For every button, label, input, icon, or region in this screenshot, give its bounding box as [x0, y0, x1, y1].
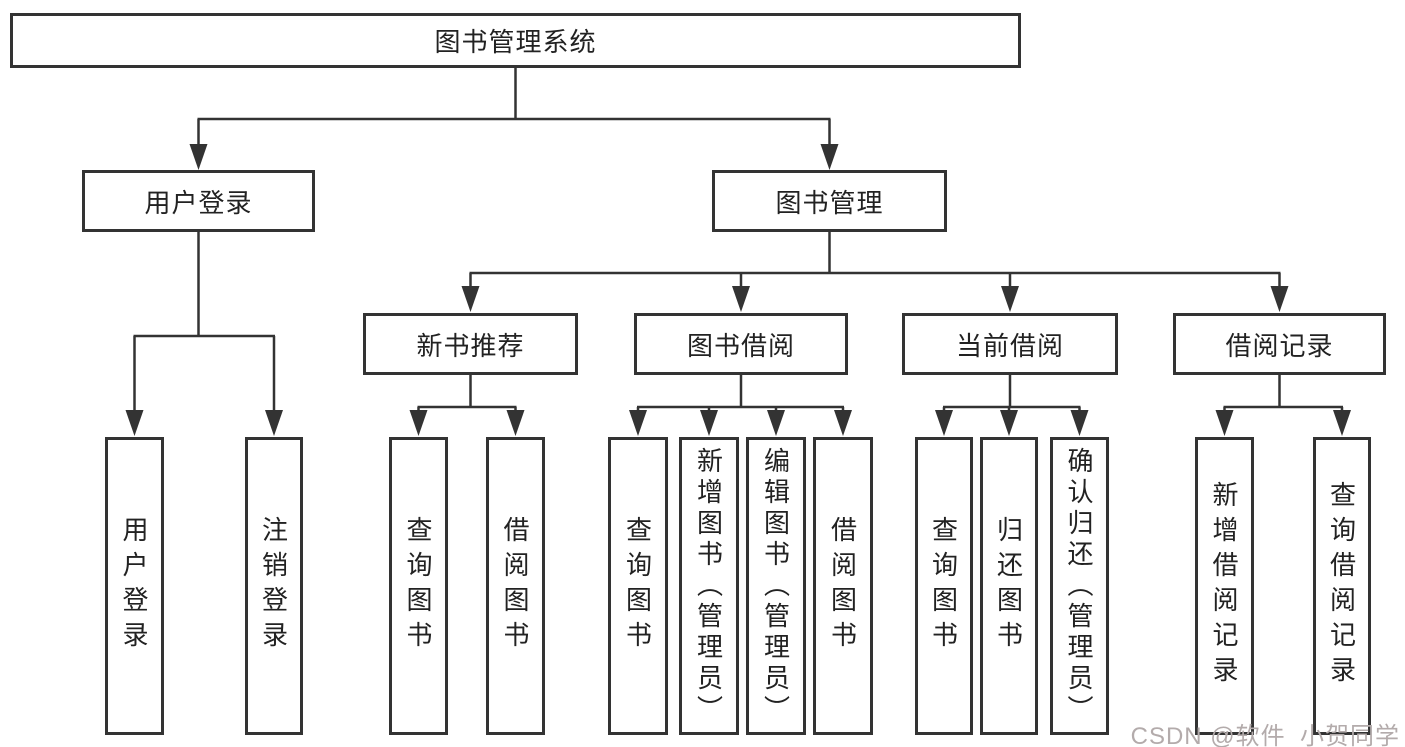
node-borrow-records: 借阅记录	[1173, 313, 1386, 375]
node-label: 注销登录	[258, 516, 289, 656]
node-label: 借阅图书	[827, 516, 858, 656]
node-label: 查询图书	[622, 516, 653, 656]
node-label: 查询借阅记录	[1326, 481, 1357, 691]
node-label: 新增借阅记录	[1209, 481, 1239, 691]
node-label: 新书推荐	[416, 330, 525, 361]
node-leaf-return-book: 归还图书	[980, 437, 1038, 735]
node-label: 图书管理	[775, 187, 884, 218]
node-label: 归还图书	[993, 516, 1024, 656]
node-label: 用户登录	[119, 516, 149, 656]
node-book-management-branch: 图书管理	[712, 170, 947, 232]
node-leaf-add-borrow-record: 新增借阅记录	[1195, 437, 1254, 735]
node-label: 图书借阅	[686, 330, 795, 361]
node-current-borrow: 当前借阅	[902, 313, 1118, 375]
node-new-book-recommend: 新书推荐	[363, 313, 578, 375]
node-label: 查询图书	[403, 516, 433, 656]
node-label: 图书管理系统	[434, 27, 597, 57]
csdn-watermark: CSDN @软件_小贺同学	[1130, 723, 1400, 747]
node-leaf-confirm-return-admin: 确认归还（管理员）	[1050, 437, 1109, 735]
node-leaf-query-books-1: 查询图书	[389, 437, 448, 735]
node-label: 查询图书	[928, 516, 959, 656]
node-label: 确认归还（管理员）	[1064, 446, 1094, 726]
node-label: 借阅图书	[500, 516, 530, 656]
node-root-system: 图书管理系统	[10, 13, 1021, 68]
node-book-borrow: 图书借阅	[634, 313, 848, 375]
node-user-login-branch: 用户登录	[82, 170, 315, 232]
node-label: 用户登录	[144, 187, 253, 218]
node-leaf-edit-book-admin: 编辑图书（管理员）	[746, 437, 806, 735]
node-leaf-query-borrow-record: 查询借阅记录	[1313, 437, 1371, 735]
node-leaf-borrow-books-2: 借阅图书	[813, 437, 873, 735]
node-leaf-query-books-2: 查询图书	[608, 437, 668, 735]
node-label: 新增图书（管理员）	[693, 446, 724, 726]
node-leaf-logout: 注销登录	[245, 437, 303, 735]
node-label: 借阅记录	[1225, 330, 1334, 361]
node-leaf-user-login: 用户登录	[105, 437, 164, 735]
node-leaf-query-books-3: 查询图书	[915, 437, 973, 735]
node-leaf-borrow-books-1: 借阅图书	[486, 437, 545, 735]
node-leaf-add-book-admin: 新增图书（管理员）	[679, 437, 739, 735]
node-label: 当前借阅	[955, 330, 1064, 361]
node-label: 编辑图书（管理员）	[760, 446, 791, 726]
arrowheads	[125, 144, 1351, 436]
